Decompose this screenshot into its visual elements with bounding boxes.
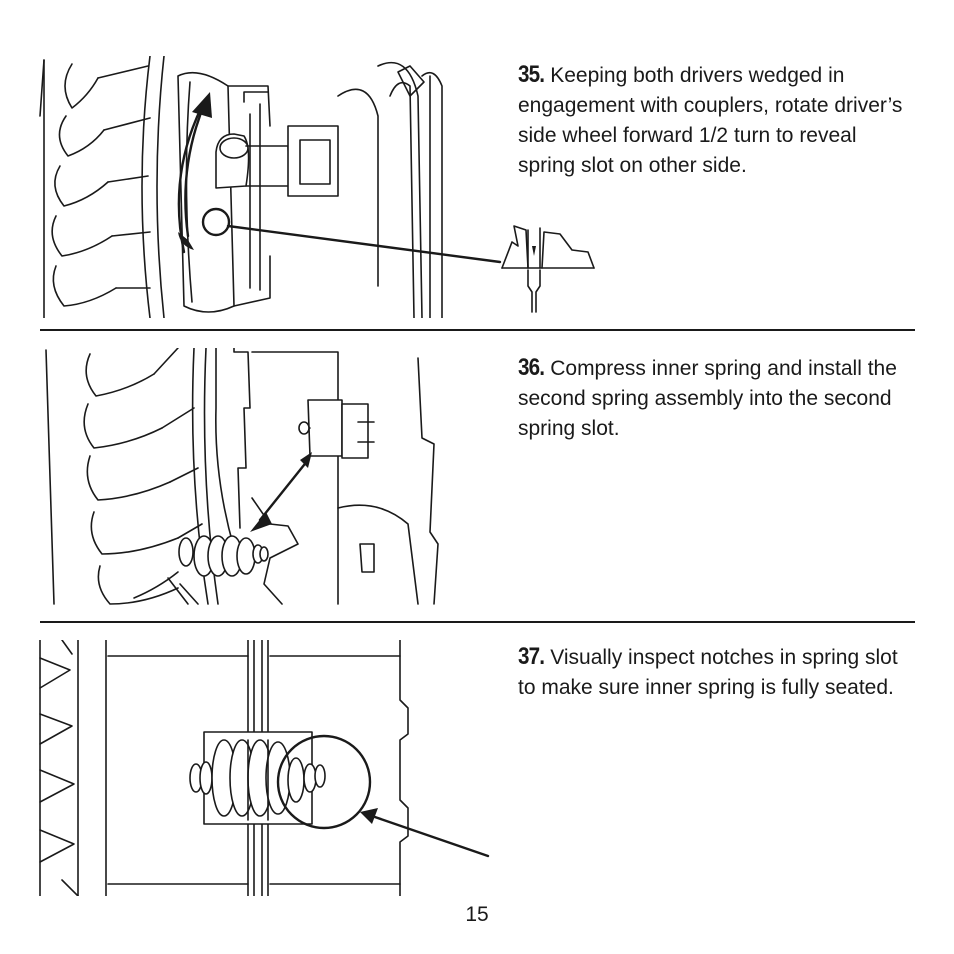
- step-number: 35.: [518, 61, 545, 88]
- step-37-instruction: 37. Visually inspect notches in spring s…: [518, 642, 918, 703]
- spring-slot-detail-circle: [201, 207, 231, 237]
- install-direction-arrow: [250, 452, 312, 532]
- differential-rotation-drawing: [39, 56, 595, 318]
- spring-slot-detail-inset: [501, 225, 595, 313]
- step-number: 36.: [518, 354, 545, 381]
- inspection-circle: [276, 734, 372, 830]
- rotation-arrows: [177, 92, 212, 254]
- differential-case: [191, 348, 439, 605]
- spring-in-slot: [189, 731, 326, 825]
- step-35-illustration: [38, 56, 598, 318]
- step-37-illustration: [38, 640, 498, 896]
- step-36-illustration: [38, 348, 458, 606]
- step-35-instruction: 35. Keeping both drivers wedged in engag…: [518, 60, 918, 181]
- step-text: Visually inspect notches in spring slot …: [518, 646, 898, 699]
- step-36-instruction: 36. Compress inner spring and install th…: [518, 353, 918, 444]
- ring-gear-teeth: [39, 640, 79, 896]
- section-divider: [40, 329, 915, 331]
- spring-seating-inspection-drawing: [39, 640, 490, 896]
- spring-assembly: [133, 535, 269, 605]
- step-text: Compress inner spring and install the se…: [518, 357, 897, 440]
- section-divider: [40, 621, 915, 623]
- ring-gear-teeth: [39, 59, 151, 318]
- inspection-arrow: [360, 808, 490, 858]
- detail-leader-line: [226, 224, 502, 264]
- page-number: 15: [465, 903, 489, 926]
- differential-case: [141, 56, 443, 318]
- spring-installation-drawing: [45, 348, 439, 605]
- step-number: 37.: [518, 643, 545, 670]
- ring-gear-teeth: [45, 348, 203, 605]
- step-text: Keeping both drivers wedged in engagemen…: [518, 64, 903, 177]
